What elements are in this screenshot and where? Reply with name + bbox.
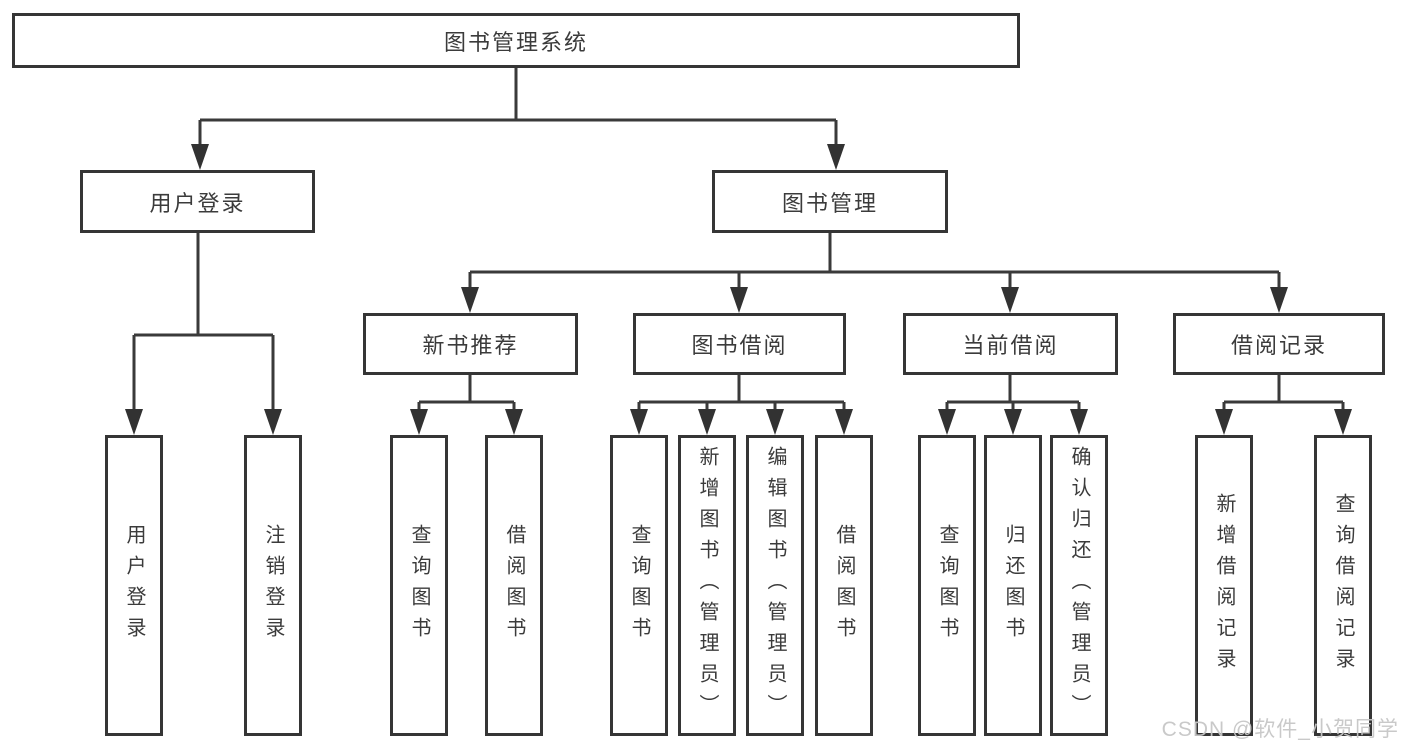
node-borrow-records: 借阅记录 (1173, 313, 1385, 375)
csdn-watermark: CSDN @软件_小贺同学 (1161, 718, 1399, 741)
leaf-return-books: 归还图书 (984, 435, 1042, 736)
leaf-add-borrow-record-label: 新增借阅记录 (1213, 492, 1235, 679)
node-current-borrow: 当前借阅 (903, 313, 1118, 375)
leaf-add-books-admin-label: 新增图书（管理员） (696, 446, 718, 725)
node-book-management-label: 图书管理 (781, 190, 878, 216)
node-borrow-records-label: 借阅记录 (1230, 333, 1327, 358)
node-new-book-recommend: 新书推荐 (363, 313, 578, 375)
leaf-add-books-admin: 新增图书（管理员） (678, 435, 736, 736)
leaf-logout: 注销登录 (244, 435, 302, 736)
node-root-label: 图书管理系统 (443, 29, 588, 55)
leaf-query-borrow-record: 查询借阅记录 (1314, 435, 1372, 736)
leaf-query-books-recommend: 查询图书 (390, 435, 448, 736)
leaf-add-borrow-record: 新增借阅记录 (1195, 435, 1253, 736)
leaf-query-books-current-label: 查询图书 (936, 523, 958, 648)
leaf-query-borrow-record-label: 查询借阅记录 (1332, 492, 1354, 679)
node-book-borrow-label: 图书借阅 (691, 333, 788, 358)
leaf-query-books-recommend-label: 查询图书 (408, 523, 430, 648)
leaf-user-login-label: 用户登录 (123, 523, 145, 648)
leaf-logout-label: 注销登录 (262, 523, 284, 648)
arrowheads (125, 144, 1352, 435)
leaf-borrow-books-recommend: 借阅图书 (485, 435, 543, 736)
leaf-borrow-books-label: 借阅图书 (833, 523, 855, 648)
leaf-confirm-return-admin: 确认归还（管理员） (1050, 435, 1108, 736)
node-user-login-label: 用户登录 (149, 190, 246, 216)
node-current-borrow-label: 当前借阅 (962, 333, 1059, 358)
node-book-management: 图书管理 (712, 170, 948, 233)
leaf-edit-books-admin-label: 编辑图书（管理员） (764, 446, 786, 725)
leaf-query-books-borrow-label: 查询图书 (628, 523, 650, 648)
node-user-login: 用户登录 (80, 170, 315, 233)
leaf-confirm-return-admin-label: 确认归还（管理员） (1068, 446, 1090, 725)
leaf-edit-books-admin: 编辑图书（管理员） (746, 435, 804, 736)
node-book-borrow: 图书借阅 (633, 313, 846, 375)
leaf-query-books-borrow: 查询图书 (610, 435, 668, 736)
leaf-borrow-books: 借阅图书 (815, 435, 873, 736)
node-new-book-recommend-label: 新书推荐 (422, 333, 519, 358)
leaf-return-books-label: 归还图书 (1002, 523, 1024, 648)
node-root: 图书管理系统 (12, 13, 1020, 68)
leaf-borrow-books-recommend-label: 借阅图书 (503, 523, 525, 648)
leaf-query-books-current: 查询图书 (918, 435, 976, 736)
leaf-user-login: 用户登录 (105, 435, 163, 736)
